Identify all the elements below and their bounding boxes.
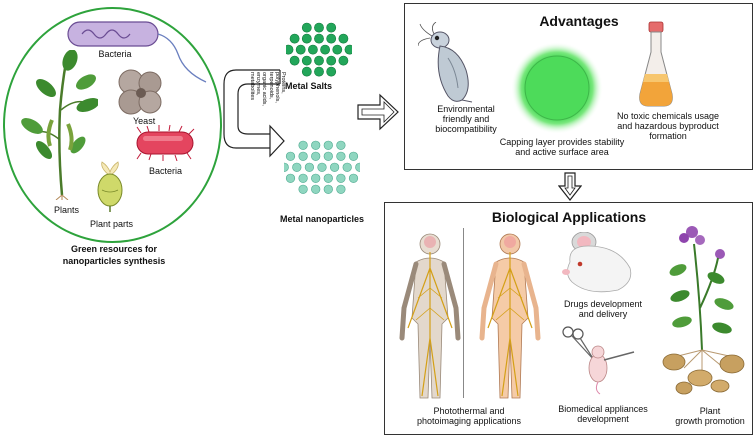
nanoparticle <box>311 184 321 194</box>
human-nervous-system-icon <box>399 233 461 399</box>
nanoparticle <box>285 151 296 161</box>
metal-salt-particle <box>320 44 330 55</box>
green-resources-caption-2: nanoparticles synthesis <box>62 256 166 266</box>
nanoparticle <box>336 184 346 194</box>
metal-salt-particle <box>338 55 349 66</box>
metal-salt-particle <box>326 33 337 44</box>
yeast-label: Yeast <box>133 116 156 126</box>
metal-salt-particle <box>301 66 312 77</box>
nanoparticle <box>323 151 333 161</box>
nanoparticle <box>323 173 333 183</box>
yeast-icon <box>118 69 162 115</box>
bacteria-bottom-label: Bacteria <box>149 166 183 176</box>
metal-salt-particle <box>286 44 294 55</box>
metal-salt-particle <box>332 44 343 55</box>
block-arrow-right <box>357 93 399 131</box>
flower-icon <box>97 161 123 212</box>
metal-salt-particle <box>295 44 306 55</box>
biomolecule-4: organic acids, <box>261 72 268 106</box>
metal-salt-particle <box>326 55 337 66</box>
nanoparticle <box>329 162 340 172</box>
green-resources-caption-1: Green resources for <box>70 244 158 254</box>
metal-salt-particle <box>289 33 300 44</box>
mouse-icon <box>562 232 632 293</box>
nanoparticle <box>285 173 296 183</box>
metal-salt-particle <box>301 33 312 44</box>
metal-salt-particle <box>338 33 349 44</box>
metal-salt-particle <box>344 44 352 55</box>
plant-icon <box>21 50 98 200</box>
metal-salt-particle <box>326 22 337 33</box>
nanoparticle <box>323 140 333 150</box>
nanoparticle <box>336 151 346 161</box>
human-muscle-system-icon <box>479 233 541 399</box>
nanoparticle <box>355 162 360 172</box>
surgical-instruments-icon <box>562 326 635 395</box>
daphnia-icon <box>418 22 473 103</box>
advantages-title: Advantages <box>539 13 619 29</box>
biomolecule-5: enzymes, <box>255 72 262 96</box>
nanoparticle <box>311 140 321 150</box>
nanoparticle <box>342 162 352 172</box>
metal-salt-particle <box>301 55 312 66</box>
plants-label: Plants <box>54 205 80 215</box>
flask-icon <box>639 21 673 107</box>
biomolecule-2: polyphenols, <box>273 72 280 103</box>
nanoparticle <box>298 173 308 183</box>
metal-salt-particle <box>289 55 300 66</box>
nanoparticle <box>304 162 314 172</box>
nanoparticle <box>298 151 308 161</box>
nanoparticle <box>323 184 333 194</box>
metal-salts-particles <box>286 22 352 77</box>
potato-plant-icon <box>662 226 745 395</box>
capping-layer-sphere <box>511 42 603 134</box>
biomolecule-3: terpenoids, <box>267 72 274 100</box>
green-resources-circle <box>3 7 222 243</box>
metal-salt-particle <box>314 66 324 77</box>
nanoparticle <box>311 151 321 161</box>
bacteria-pill-icon <box>136 125 195 161</box>
metal-salt-particle <box>307 44 318 55</box>
figure-divider <box>463 228 464 398</box>
nanoparticle <box>284 162 289 172</box>
nanoparticle <box>336 140 346 150</box>
biomolecules-label: Proteins, polyphenols, terpenoids, organ… <box>232 72 286 156</box>
metal-nanoparticles-particles <box>284 140 360 194</box>
metal-salt-particle <box>314 22 324 33</box>
metal-salts-label: Metal Salts <box>285 81 333 91</box>
nanoparticle <box>348 173 359 183</box>
bacteria-top-label: Bacteria <box>98 49 132 59</box>
metal-salt-particle <box>314 55 324 66</box>
metal-salt-particle <box>314 33 324 44</box>
biomolecule-6: metabolites <box>248 72 255 101</box>
nanoparticle <box>348 151 359 161</box>
nanoparticle <box>311 173 321 183</box>
nanoparticle <box>336 173 346 183</box>
metal-salt-particle <box>326 66 337 77</box>
nanoparticle <box>292 162 302 172</box>
applications-title: Biological Applications <box>491 209 647 225</box>
plant-parts-label: Plant parts <box>90 219 134 229</box>
nanoparticle <box>298 140 308 150</box>
metal-nanoparticles-label: Metal nanoparticles <box>280 214 365 224</box>
metal-salt-particle <box>301 22 312 33</box>
nanoparticle <box>298 184 308 194</box>
block-arrow-down <box>558 172 582 201</box>
reaction-arrow <box>223 69 285 158</box>
bacteria-rod-icon <box>67 21 207 83</box>
nanoparticle <box>317 162 327 172</box>
